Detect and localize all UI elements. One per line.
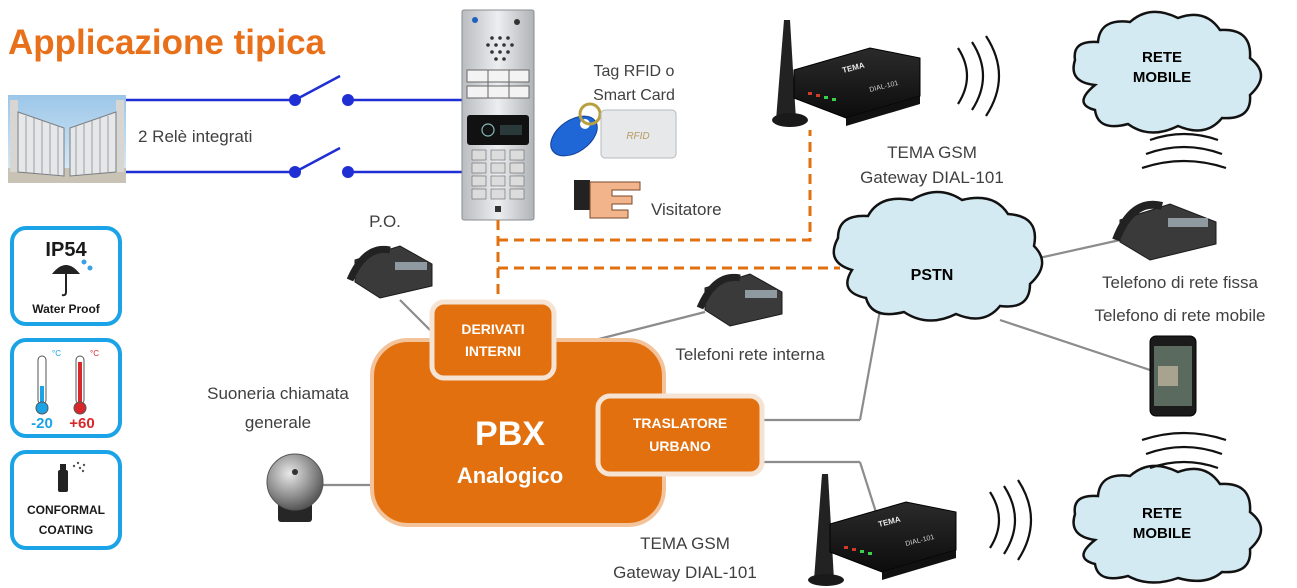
- cloud-pstn: [832, 190, 1044, 322]
- derivati-line2: INTERNI: [465, 343, 521, 359]
- gate-image: [8, 95, 126, 183]
- badge-temp-unit-cold: °C: [52, 349, 61, 358]
- dashed-links: [496, 130, 840, 330]
- intercom-panel: [461, 9, 535, 221]
- relay-lines: [126, 74, 462, 174]
- visitor-label: Visitatore: [651, 200, 722, 219]
- traslatore-urbano-box: [595, 393, 765, 477]
- relay-label: 2 Relè integrati: [138, 127, 252, 146]
- badge-coating-line2: COATING: [39, 523, 93, 537]
- badge-temp-max: +60: [69, 415, 94, 432]
- cloud-mobile-bottom: [1072, 464, 1263, 584]
- cloud-mobile-top-line1: RETE: [1142, 49, 1182, 66]
- bell-label-line1: Suoneria chiamata: [207, 384, 349, 403]
- bell-icon: [266, 453, 324, 522]
- badge-ip54: [10, 226, 122, 326]
- derivati-interni-box: [429, 299, 557, 381]
- badge-temp-min: -20: [31, 415, 53, 432]
- signal-waves-bottom-up: [1141, 431, 1227, 470]
- rfid-tag-icon: [550, 102, 602, 157]
- internal-phone-icon: [696, 273, 783, 327]
- badge-ip-title: IP54: [45, 239, 87, 261]
- badge-temp-unit-hot: °C: [90, 349, 99, 358]
- traslatore-line1: TRASLATORE: [633, 415, 727, 431]
- internal-phones-label: Telefoni rete interna: [675, 345, 825, 364]
- gsm-top-label-line2: Gateway DIAL-101: [860, 168, 1004, 187]
- rfid-label-line1: Tag RFID o: [594, 63, 675, 80]
- pbx-title: PBX: [475, 415, 545, 453]
- bell-label-line2: generale: [245, 413, 311, 432]
- signal-waves-top-right: [957, 35, 1001, 117]
- cloud-mobile-bottom-line2: MOBILE: [1133, 525, 1191, 542]
- gsm-bottom-label-line2: Gateway DIAL-101: [613, 563, 757, 582]
- cloud-pstn-label: PSTN: [911, 267, 954, 284]
- cloud-mobile-top-line2: MOBILE: [1133, 69, 1191, 86]
- po-phone-icon: [346, 245, 433, 299]
- po-label: P.O.: [369, 212, 401, 231]
- smart-card-icon: [600, 109, 677, 159]
- smartphone-icon: [1149, 335, 1197, 417]
- fixed-phone-label-line1: Telefono di rete fissa: [1102, 273, 1258, 292]
- gsm-bottom-label-line1: TEMA GSM: [640, 534, 730, 553]
- fixed-phone-icon: [1112, 200, 1217, 261]
- rfid-label-line2: Smart Card: [593, 87, 675, 104]
- badge-ip-sub: Water Proof: [32, 302, 101, 316]
- smart-card-text: RFID: [626, 131, 649, 142]
- signal-waves-top-down: [1141, 132, 1227, 170]
- gsm-top-label-line1: TEMA GSM: [887, 143, 977, 162]
- cloud-mobile-bottom-line1: RETE: [1142, 505, 1182, 522]
- derivati-line1: DERIVATI: [461, 321, 524, 337]
- pbx-subtitle: Analogico: [457, 463, 563, 488]
- badge-temperature: [10, 338, 122, 438]
- signal-waves-bottom-right: [989, 479, 1033, 561]
- gsm-gateway-top-icon: [772, 20, 921, 127]
- badge-coating-line1: CONFORMAL: [27, 503, 105, 517]
- fixed-phone-label-line2: Telefono di rete mobile: [1094, 306, 1265, 325]
- page-title: Applicazione tipica: [8, 23, 326, 62]
- badge-conformal-coating: [10, 450, 122, 550]
- cloud-mobile-top: [1072, 10, 1263, 134]
- relay-contacts: [289, 94, 354, 178]
- visitor-hand-icon: [574, 180, 641, 219]
- gsm-gateway-bottom-icon: [808, 474, 957, 586]
- traslatore-line2: URBANO: [649, 438, 711, 454]
